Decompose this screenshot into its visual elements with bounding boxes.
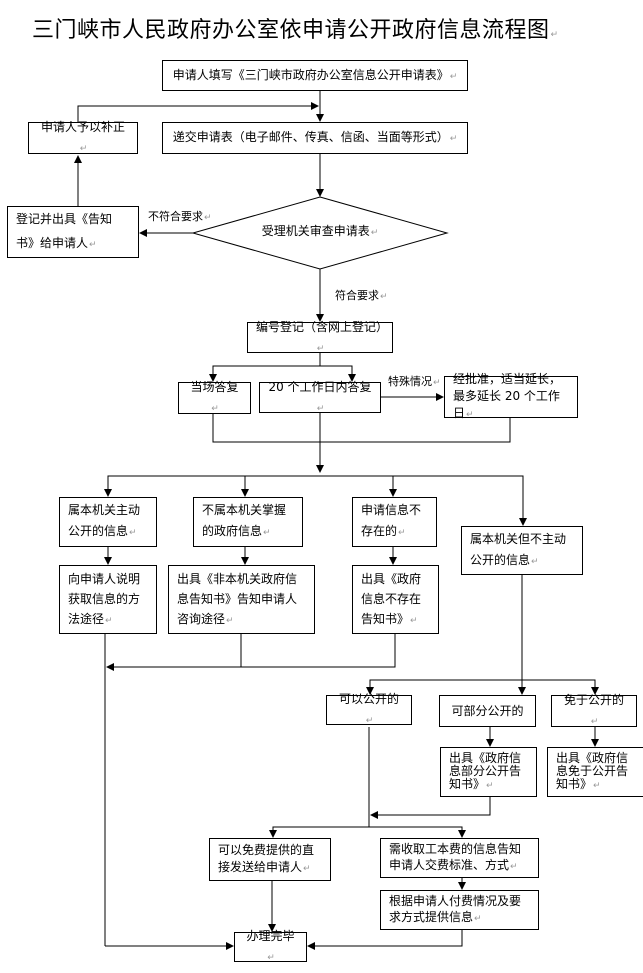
issue-notice-node: 登记并出具《告知书》给申请人 — [7, 206, 139, 258]
can-disclose-node: 可以公开的 — [326, 692, 412, 725]
node-label: 申请人填写《三门峡市政府办公室信息公开申请表》 — [173, 65, 458, 87]
partial-notice-node: 出具《政府信息部分公开告知书》 — [440, 747, 537, 797]
node-label: 递交申请表（电子邮件、传真、信函、当面等形式） — [173, 127, 458, 149]
node-label: 出具《政府信息免于公开告知书》 — [556, 751, 636, 793]
node-label: 属本机关主动公开的信息 — [68, 500, 148, 544]
node-label: 办理完毕 — [243, 926, 298, 968]
node-label: 经批准，适当延长，最多延长 20 个工作日 — [453, 371, 569, 424]
edge-label-not-meet: 不符合要求 — [148, 208, 212, 224]
node-label: 出具《政府信息不存在告知书》 — [361, 569, 430, 631]
node-label: 可以公开的 — [335, 689, 403, 731]
page-title: 三门峡市人民政府办公室依申请公开政府信息流程图 — [32, 12, 559, 44]
node-label: 可以免费提供的直接发送给申请人 — [218, 842, 322, 878]
not-own-notice-node: 出具《非本机关政府信息告知书》告知申请人咨询途径 — [168, 565, 315, 634]
review-label: 受理机关审查申请表 — [193, 222, 447, 239]
node-label: 不属本机关掌握的政府信息 — [202, 500, 294, 544]
provide-info-node: 根据申请人付费情况及要求方式提供信息 — [380, 890, 539, 930]
done-node: 办理完毕 — [234, 929, 307, 962]
extend-node: 经批准，适当延长，最多延长 20 个工作日 — [444, 372, 578, 420]
node-label: 出具《政府信息部分公开告知书》 — [449, 751, 528, 793]
fee-notice-node: 需收取工本费的信息告知申请人交费标准、方式 — [380, 838, 539, 878]
node-label: 需收取工本费的信息告知申请人交费标准、方式 — [389, 841, 530, 875]
fill-form-node: 申请人填写《三门峡市政府办公室信息公开申请表》 — [162, 60, 468, 91]
edge-label-meet: 符合要求 — [335, 287, 388, 303]
register-node: 编号登记（含网上登记） — [247, 320, 393, 353]
node-label: 属本机关但不主动公开的信息 — [470, 529, 574, 573]
exempt-notice-node: 出具《政府信息免于公开告知书》 — [547, 747, 643, 797]
supplement-node: 申请人予以补正 — [28, 120, 138, 154]
edge-label-special: 特殊情况 — [388, 373, 441, 389]
node-label: 向申请人说明获取信息的方法途径 — [68, 569, 148, 631]
own-active-node: 属本机关主动公开的信息 — [59, 497, 157, 547]
node-label: 可部分公开的 — [451, 704, 524, 718]
free-send-node: 可以免费提供的直接发送给申请人 — [209, 838, 331, 881]
node-label: 申请人予以补正 — [37, 117, 129, 159]
exempt-node: 免于公开的 — [551, 693, 637, 727]
reply-20-days-node: 20 个工作日内答复 — [259, 380, 381, 413]
node-label: 根据申请人付费情况及要求方式提供信息 — [389, 893, 530, 927]
node-label: 出具《非本机关政府信息告知书》告知申请人咨询途径 — [177, 569, 306, 631]
node-label: 20 个工作日内答复 — [268, 377, 372, 419]
explain-method-node: 向申请人说明获取信息的方法途径 — [59, 565, 157, 634]
node-label: 当场答复 — [187, 377, 242, 419]
not-exist-node: 申请信息不存在的 — [352, 497, 437, 547]
partial-disclose-node: 可部分公开的 — [439, 695, 536, 727]
node-label: 免于公开的 — [560, 690, 628, 732]
node-label: 申请信息不存在的 — [361, 500, 428, 544]
own-not-active-node: 属本机关但不主动公开的信息 — [461, 526, 583, 575]
reply-on-spot-node: 当场答复 — [178, 380, 251, 414]
submit-form-node: 递交申请表（电子邮件、传真、信函、当面等形式） — [162, 122, 468, 154]
not-own-node: 不属本机关掌握的政府信息 — [193, 497, 303, 547]
not-exist-notice-node: 出具《政府信息不存在告知书》 — [352, 565, 439, 634]
node-label: 编号登记（含网上登记） — [256, 317, 388, 359]
node-label: 登记并出具《告知书》给申请人 — [16, 207, 130, 257]
